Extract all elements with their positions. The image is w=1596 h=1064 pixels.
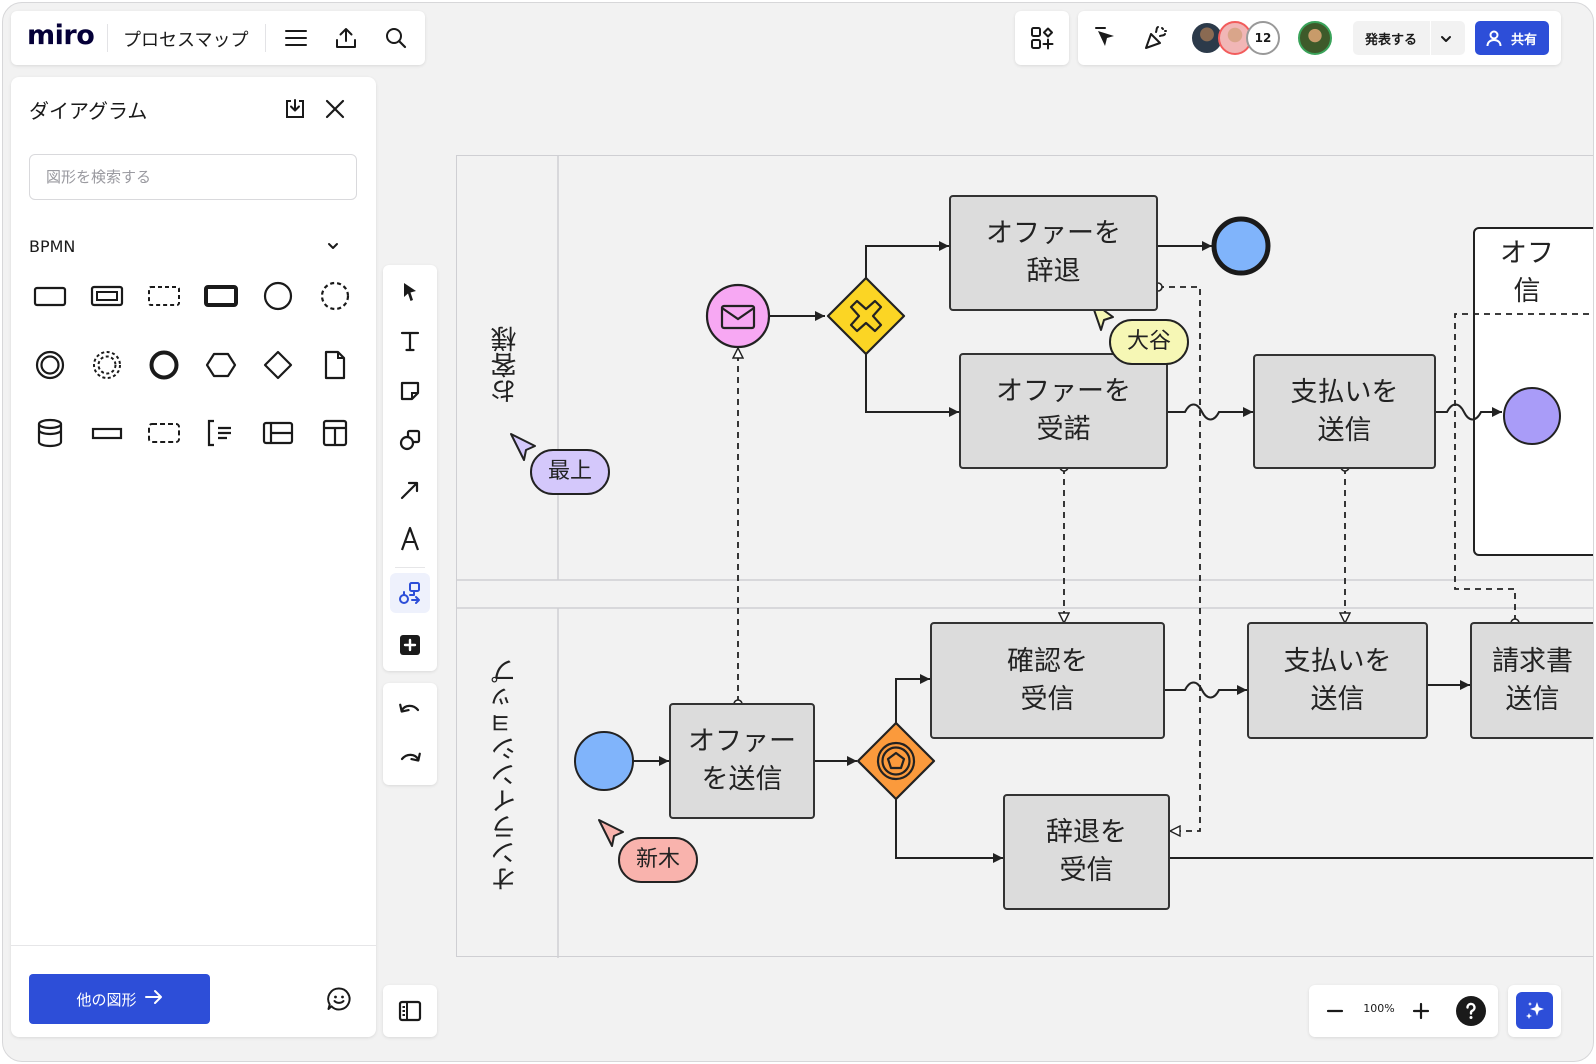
task-receive-decline[interactable]: 辞退を 受信 — [1003, 794, 1170, 910]
miro-logo[interactable]: miro — [27, 20, 95, 51]
menu-icon[interactable] — [276, 18, 316, 58]
feedback-icon[interactable] — [319, 979, 359, 1019]
share-label: 共有 — [1511, 33, 1538, 48]
more-shapes-label: 他の図形 — [76, 990, 137, 1009]
non-interrupting-event-shape[interactable] — [310, 271, 360, 321]
pool-vertical-shape[interactable] — [310, 408, 360, 458]
conversation-shape[interactable] — [196, 340, 246, 390]
header-divider — [107, 24, 108, 52]
board-header: miro プロセスマップ — [11, 11, 425, 65]
present-label: 発表する — [1365, 33, 1418, 48]
history-toolbar — [383, 683, 437, 785]
user-icon — [1485, 29, 1503, 51]
present-split-divider — [1430, 21, 1431, 55]
panel-title: ダイアグラム — [29, 99, 148, 123]
celebrate-icon[interactable] — [1135, 18, 1175, 58]
close-icon[interactable] — [315, 89, 355, 129]
header-divider — [265, 24, 266, 52]
connector-line-icon[interactable] — [390, 470, 430, 510]
gateway-shape[interactable] — [253, 340, 303, 390]
chevron-down-icon[interactable] — [313, 226, 353, 266]
sticky-note-icon[interactable] — [390, 371, 430, 411]
arrow-right-icon — [144, 989, 163, 1009]
import-icon[interactable] — [275, 89, 315, 129]
zoom-controls: 100% — [1309, 985, 1498, 1037]
toolbar-divider — [395, 567, 425, 568]
zoom-in-icon[interactable] — [1401, 991, 1441, 1031]
collaborator-cursor-tag: 大谷 — [1109, 319, 1190, 365]
transaction-shape[interactable] — [139, 271, 189, 321]
frames-panel-toggle — [383, 985, 437, 1037]
chevron-down-icon[interactable] — [1439, 31, 1453, 50]
data-store-shape[interactable] — [25, 408, 75, 458]
end-event-shape[interactable] — [139, 340, 189, 390]
collaborator-cursor-tag: 最上 — [530, 449, 611, 495]
task-decline-offer[interactable]: オファーを 辞退 — [949, 195, 1158, 311]
task-accept-offer[interactable]: オファーを 受諾 — [959, 353, 1168, 469]
diagram-tool-icon[interactable] — [390, 573, 430, 613]
help-icon[interactable] — [1451, 991, 1491, 1031]
select-cursor-icon[interactable] — [390, 272, 430, 312]
task-send-payment-shop[interactable]: 支払いを 送信 — [1247, 622, 1428, 739]
intermediate-non-interrupting-shape[interactable] — [82, 340, 132, 390]
text-icon[interactable] — [390, 321, 430, 361]
apps-toolbar — [1015, 11, 1069, 65]
group-shape[interactable] — [139, 408, 189, 458]
board-title[interactable]: プロセスマップ — [123, 30, 249, 51]
exclusive-gateway[interactable] — [826, 276, 906, 356]
lane-label-customer[interactable]: お客様 — [491, 326, 521, 404]
add-more-tools-icon[interactable] — [390, 625, 430, 665]
undo-icon[interactable] — [390, 690, 430, 730]
redo-icon[interactable] — [390, 739, 430, 779]
task-send-payment-customer[interactable]: 支払いを 送信 — [1253, 354, 1436, 469]
my-avatar[interactable] — [1298, 21, 1332, 55]
shapes-icon[interactable] — [390, 420, 430, 460]
apps-icon[interactable] — [1022, 18, 1062, 58]
diagram-panel: ダイアグラム BPMN — [11, 77, 376, 1037]
task-shape[interactable] — [25, 271, 75, 321]
panel-divider — [11, 945, 376, 946]
collaborator-count-badge[interactable]: 12 — [1246, 21, 1280, 55]
share-button[interactable]: 共有 — [1475, 21, 1549, 55]
end-event[interactable] — [1211, 216, 1271, 276]
call-activity-shape[interactable] — [196, 271, 246, 321]
annotation-shape[interactable] — [196, 408, 246, 458]
more-shapes-button[interactable]: 他の図形 — [29, 974, 210, 1024]
pool-horizontal-shape[interactable] — [253, 408, 303, 458]
zoom-out-icon[interactable] — [1315, 991, 1355, 1031]
intermediate-event-shape[interactable] — [25, 340, 75, 390]
ai-sparkle-icon[interactable] — [1516, 992, 1553, 1029]
start-event-shape[interactable] — [253, 271, 303, 321]
message-start-event[interactable] — [705, 283, 771, 349]
search-icon[interactable] — [376, 18, 416, 58]
lane-label-online-shop[interactable]: オンラインショップ — [491, 658, 521, 892]
creation-toolbar — [383, 265, 437, 671]
upload-icon[interactable] — [326, 18, 366, 58]
collaborator-cursor-tag: 新木 — [618, 837, 699, 883]
task-invoice-partial[interactable]: 請求書 送信 — [1470, 622, 1593, 739]
present-button[interactable]: 発表する — [1353, 21, 1465, 55]
message-shape[interactable] — [82, 408, 132, 458]
task-receive-confirmation[interactable]: 確認を 受信 — [930, 622, 1165, 739]
collaboration-toolbar: 12 発表する 共有 — [1078, 11, 1561, 65]
zoom-level[interactable]: 100% — [1363, 1002, 1395, 1015]
task-send-offer[interactable]: オファー を送信 — [669, 703, 815, 819]
pen-icon[interactable] — [390, 519, 430, 559]
follow-cursor-icon[interactable] — [1086, 18, 1126, 58]
intermediate-event[interactable] — [1503, 387, 1561, 445]
event-based-gateway[interactable] — [856, 721, 936, 801]
sidebar-panel-icon[interactable] — [390, 991, 430, 1031]
diagram-connectors — [457, 156, 1593, 958]
data-object-shape[interactable] — [310, 340, 360, 390]
start-event[interactable] — [574, 731, 634, 791]
subprocess-shape[interactable] — [82, 271, 132, 321]
board-canvas[interactable]: お客様 オンラインショップ オファーを 辞退 オファーを 受諾 支払いを 送信 … — [456, 155, 1593, 958]
shape-search-input[interactable] — [29, 154, 357, 200]
bpmn-section-label: BPMN — [29, 237, 76, 256]
ai-assistant-toolbar — [1508, 985, 1561, 1037]
task-offer-partial[interactable]: オフ 信 — [1500, 238, 1554, 307]
